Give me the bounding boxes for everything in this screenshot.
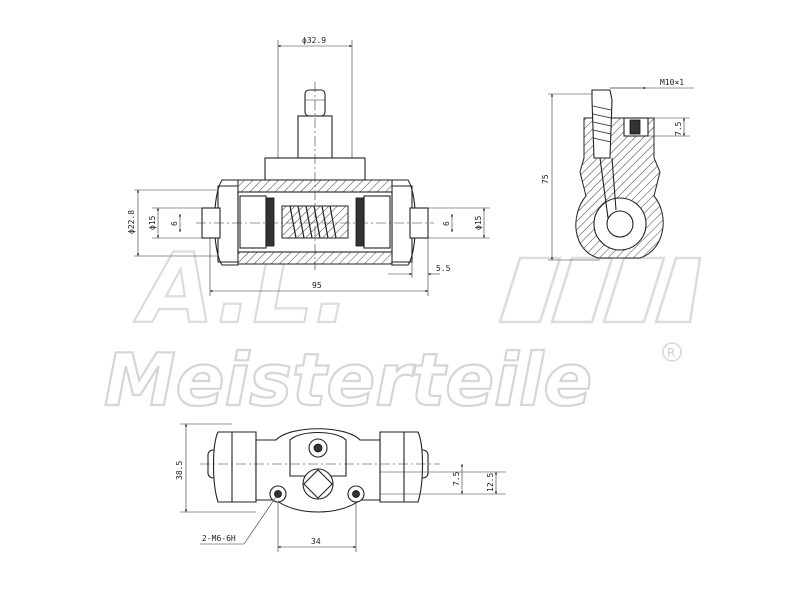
dim-top-diameter: ϕ32.9 bbox=[302, 36, 326, 45]
dim-right-small: 6 bbox=[442, 221, 451, 226]
dim-overall-length: 95 bbox=[312, 281, 322, 290]
dim-side-height: 75 bbox=[541, 174, 550, 184]
dim-offset-a: 7.5 bbox=[452, 471, 461, 486]
dim-left-outer-diameter: ϕ22.8 bbox=[127, 210, 136, 234]
dim-thread: M10×1 bbox=[660, 78, 684, 87]
dim-offset: 5.5 bbox=[436, 264, 451, 273]
bottom-view: 38.5 2-M6-6H 34 7.5 12.5 bbox=[175, 423, 506, 552]
dim-offset-b: 12.5 bbox=[486, 473, 495, 492]
dim-bolts: 2-M6-6H bbox=[202, 534, 236, 543]
dim-right-diameter: ϕ15 bbox=[474, 215, 483, 230]
front-view: ϕ32.9 ϕ22.8 ϕ15 6 6 ϕ15 95 5.5 bbox=[127, 36, 490, 296]
registered-mark: R bbox=[667, 346, 675, 360]
dim-bottom-height: 38.5 bbox=[175, 461, 184, 480]
dim-left-small: 6 bbox=[170, 221, 179, 226]
dim-left-inner-diameter: ϕ15 bbox=[148, 215, 157, 230]
watermark-brand: Meisterteile bbox=[104, 338, 592, 422]
registered-mark-icon bbox=[662, 342, 682, 362]
dim-bolt-spacing: 34 bbox=[311, 537, 321, 546]
watermark-stripes-icon bbox=[498, 256, 702, 324]
dim-side-small-height: 7.5 bbox=[674, 121, 683, 136]
side-view: M10×1 75 7.5 bbox=[541, 78, 694, 261]
